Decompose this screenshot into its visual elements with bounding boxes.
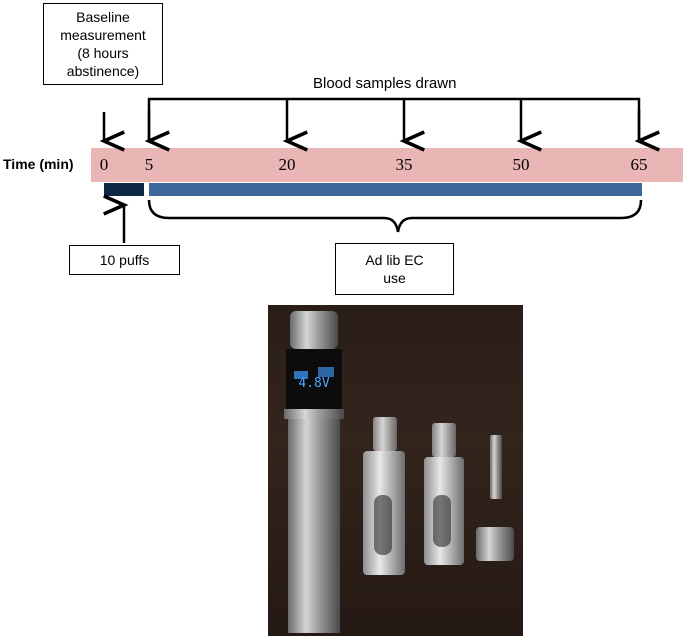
tank-2-mouthpiece — [432, 423, 456, 457]
e-cigarette-photo: 4.8V — [268, 305, 523, 636]
device-voltage-readout: 4.8V — [298, 376, 329, 391]
tick-35: 35 — [395, 155, 413, 174]
time-band — [91, 148, 683, 182]
mod-ring — [284, 409, 344, 419]
baseline-measurement-box: Baseline measurement (8 hours abstinence… — [43, 3, 163, 85]
mod-battery-tube — [288, 419, 340, 633]
puff-phase-bar — [104, 183, 144, 196]
baseline-line-4: abstinence) — [66, 63, 140, 79]
tick-0: 0 — [99, 155, 109, 174]
atomizer-coil — [490, 435, 502, 499]
tick-5: 5 — [144, 155, 154, 174]
adlib-line-1: Ad lib EC — [365, 252, 424, 268]
tank-base — [476, 527, 514, 561]
time-axis-label: Time (min) — [3, 156, 74, 172]
adlib-brace — [147, 199, 643, 233]
blood-samples-bracket — [147, 97, 641, 141]
adlib-line-2: use — [383, 270, 406, 286]
adlib-phase-bar — [149, 183, 642, 196]
tank-1-mouthpiece — [373, 417, 397, 451]
tick-50: 50 — [512, 155, 530, 174]
tick-20: 20 — [278, 155, 296, 174]
baseline-line-2: measurement — [60, 27, 146, 43]
mod-drip-tip — [290, 311, 338, 349]
puffs-label: 10 puffs — [99, 252, 150, 268]
baseline-line-3: (8 hours — [77, 45, 129, 61]
adlib-ec-use-box: Ad lib EC use — [335, 243, 454, 295]
tick-65: 65 — [630, 155, 648, 174]
blood-samples-title: Blood samples drawn — [313, 75, 457, 92]
baseline-line-1: Baseline — [76, 9, 130, 25]
e-cigarette-illustration: 4.8V — [284, 311, 514, 633]
ten-puffs-box: 10 puffs — [69, 245, 180, 275]
